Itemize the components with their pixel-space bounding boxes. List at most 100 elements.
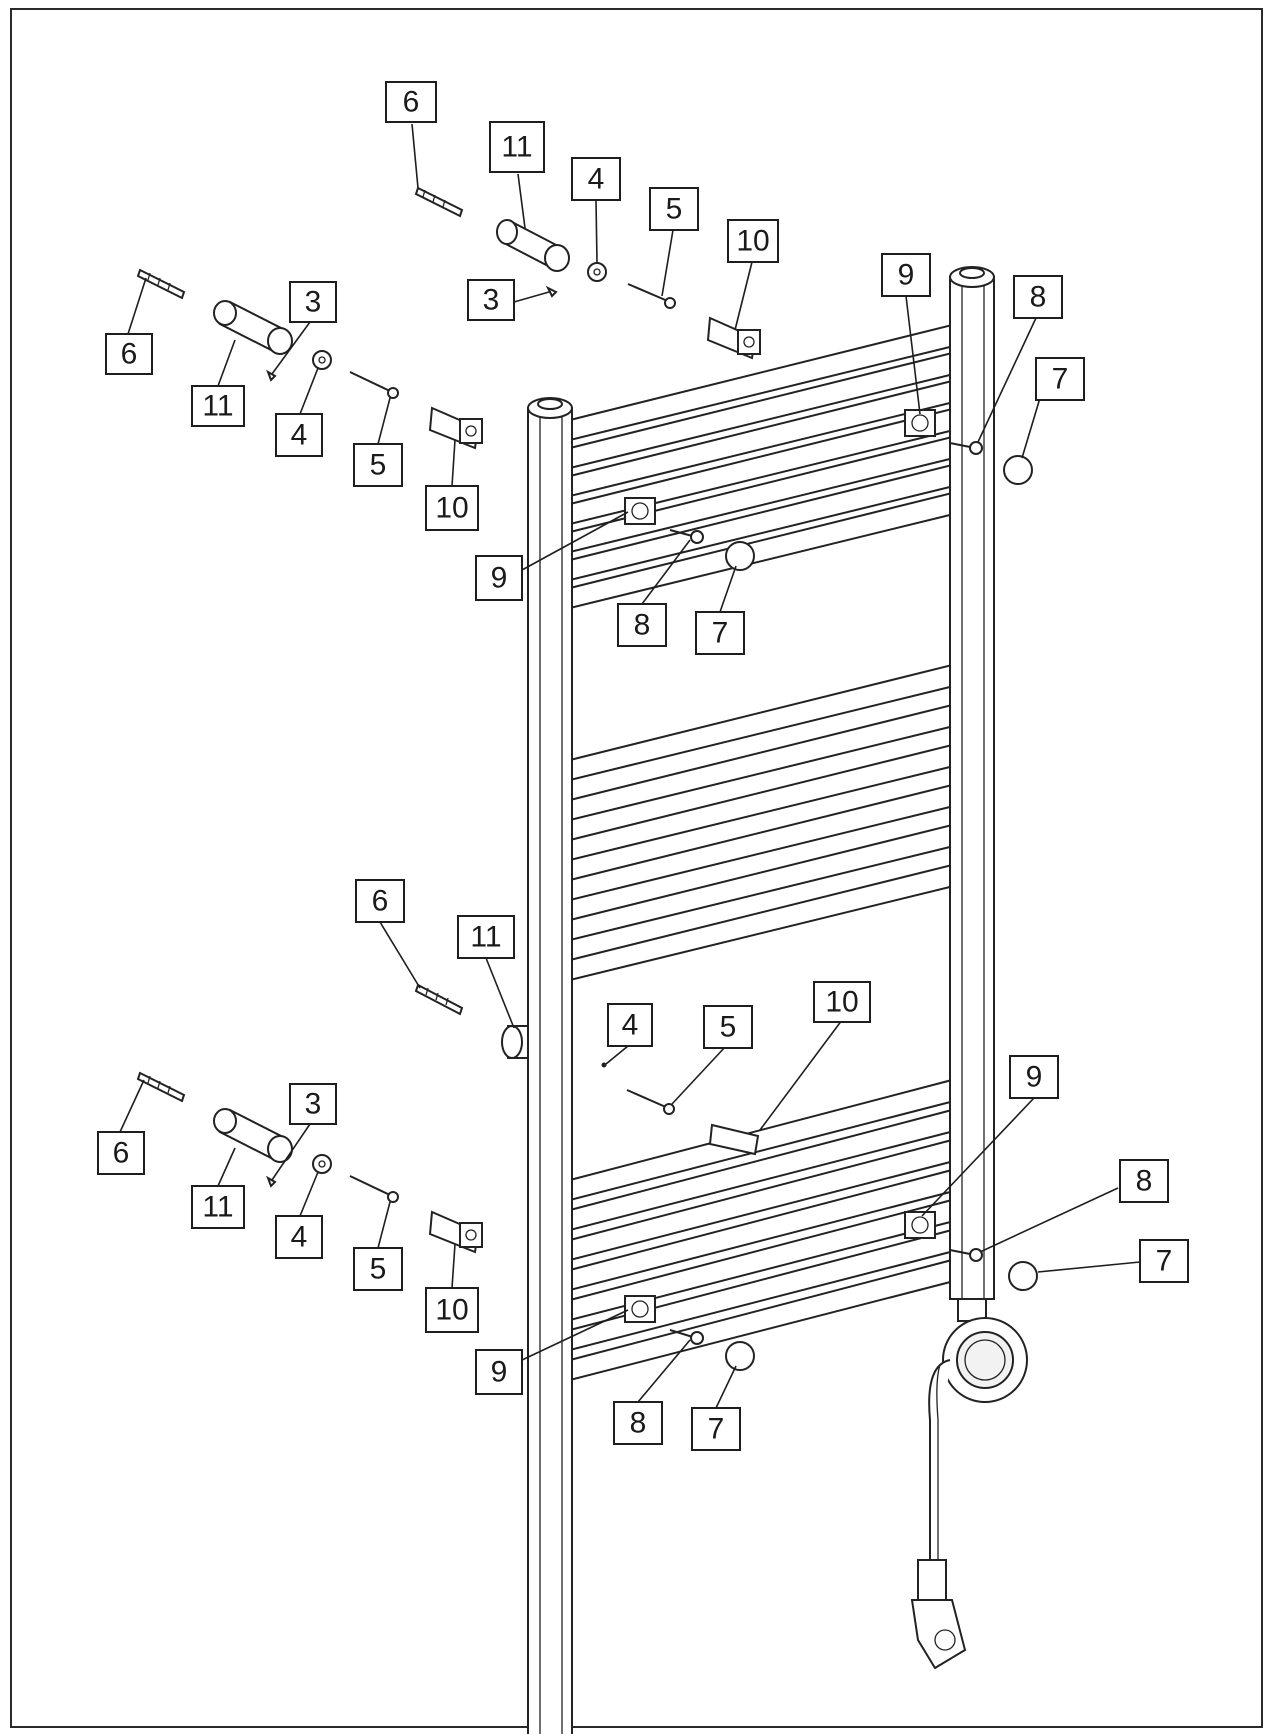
- callout-label: 9: [898, 259, 915, 292]
- washer-4-top-left: [312, 350, 332, 370]
- washer-4-bottom-left: [312, 1154, 332, 1174]
- callout-label: 11: [202, 1191, 233, 1224]
- callout-4-bottom-left: 4: [275, 1171, 323, 1259]
- spacer-11-bottom-left: [213, 1108, 293, 1163]
- callout-label: 5: [370, 449, 387, 482]
- callout-label: 10: [736, 225, 769, 258]
- callout-label: 6: [372, 885, 389, 918]
- callout-8-upper-left: 8: [617, 539, 691, 647]
- callout-4-middle: 4: [605, 1003, 653, 1065]
- callout-5-top-center: 5: [649, 187, 699, 297]
- left-post: [527, 397, 573, 1734]
- callout-label: 5: [720, 1011, 737, 1044]
- cap-7-upper-right: [1003, 455, 1033, 485]
- callout-11-bottom-left: 11: [191, 1147, 245, 1229]
- callout-9-lower-left: 9: [475, 1309, 629, 1395]
- callout-label: 4: [291, 1221, 308, 1254]
- callout-10-bottom-left: 10: [425, 1243, 479, 1333]
- callout-5-middle: 5: [671, 1005, 753, 1105]
- callout-10-top-center: 10: [727, 219, 779, 331]
- spacer-11-top-center: [496, 219, 570, 272]
- screw-3-top-left: [266, 369, 277, 382]
- callout-11-top-center: 11: [489, 121, 545, 229]
- callout-10-top-left: 10: [425, 439, 479, 531]
- callout-11-middle: 11: [457, 915, 515, 1029]
- callout-6-middle: 6: [355, 879, 421, 989]
- callout-label: 10: [435, 492, 468, 525]
- callout-label: 10: [435, 1294, 468, 1327]
- screw-8-lower-right: [949, 1248, 983, 1262]
- callout-label: 6: [113, 1137, 130, 1170]
- callout-label: 3: [483, 284, 500, 317]
- callout-label: 8: [630, 1407, 647, 1440]
- callout-label: 4: [588, 163, 605, 196]
- bar-group-top: [569, 323, 961, 610]
- clamp-9-lower-left: [624, 1295, 656, 1323]
- wall-plug-6-bottom-left: [136, 1071, 186, 1103]
- bar-group-middle: [569, 663, 961, 982]
- clamp-9-lower-right: [904, 1211, 936, 1239]
- cap-7-lower-right: [1008, 1261, 1038, 1291]
- callouts: 6 11 4 5 10 3 6: [97, 81, 1189, 1451]
- power-plug: [910, 1559, 967, 1670]
- heating-element: [928, 1298, 1028, 1560]
- callout-3-top-center: 3: [467, 279, 550, 321]
- towel-rail-bars: [569, 323, 961, 1382]
- callout-label: 7: [1052, 363, 1069, 396]
- bracket-10-top-left: [428, 406, 483, 450]
- clamp-9-upper-left: [624, 497, 656, 525]
- wall-plug-6-top-left: [136, 268, 186, 300]
- callout-label: 6: [121, 338, 138, 371]
- mounting-hardware: [136, 186, 1038, 1371]
- cap-7-lower-left: [725, 1341, 755, 1371]
- screw-5-bottom-left: [349, 1175, 399, 1203]
- callout-label: 10: [825, 986, 858, 1019]
- bracket-10-bottom-left: [428, 1210, 483, 1254]
- screw-5-top-left: [349, 371, 399, 399]
- callout-label: 4: [622, 1009, 639, 1042]
- spacer-11-middle: [501, 1025, 529, 1059]
- callout-label: 5: [370, 1253, 387, 1286]
- cap-7-upper-left: [725, 541, 755, 571]
- washer-4-middle: [601, 1062, 607, 1068]
- callout-label: 7: [708, 1413, 725, 1446]
- screw-8-upper-left: [669, 529, 704, 544]
- callout-4-top-left: 4: [275, 367, 323, 457]
- bracket-10-middle: [708, 1123, 760, 1156]
- wall-plug-6-middle: [414, 983, 464, 1016]
- callout-6-top-left: 6: [105, 277, 153, 375]
- screw-8-upper-right: [949, 441, 983, 455]
- callout-9-lower-right: 9: [921, 1055, 1059, 1217]
- callout-11-top-left: 11: [191, 339, 245, 427]
- bracket-10-top-center: [706, 316, 761, 360]
- callout-label: 11: [501, 131, 532, 164]
- callout-label: 6: [403, 86, 420, 119]
- callout-label: 8: [634, 609, 651, 642]
- callout-label: 11: [470, 921, 501, 954]
- callout-label: 3: [305, 1088, 322, 1121]
- callout-7-lower-left: 7: [691, 1365, 741, 1451]
- callout-label: 9: [1026, 1061, 1043, 1094]
- clamp-9-upper-right: [904, 409, 936, 437]
- screw-8-lower-left: [669, 1329, 704, 1345]
- callout-label: 5: [666, 193, 683, 226]
- spacer-11-top-left: [213, 300, 293, 355]
- wall-plug-6-top-center: [414, 186, 464, 218]
- callout-8-upper-right: 8: [977, 275, 1063, 443]
- callout-label: 7: [712, 617, 729, 650]
- callout-label: 11: [202, 390, 233, 423]
- bar-group-bottom: [569, 1078, 961, 1382]
- callout-label: 8: [1030, 281, 1047, 314]
- callout-10-middle: 10: [759, 981, 871, 1131]
- callout-3-bottom-left: 3: [271, 1083, 337, 1181]
- screw-5-top-center: [627, 283, 676, 309]
- screw-3-bottom-left: [266, 1175, 277, 1188]
- callout-label: 3: [305, 286, 322, 319]
- screw-5-middle: [626, 1089, 675, 1115]
- callout-label: 9: [491, 1356, 508, 1389]
- callout-label: 9: [491, 562, 508, 595]
- callout-label: 8: [1136, 1165, 1153, 1198]
- screw-3-top-center: [545, 285, 558, 298]
- callout-9-upper-right: 9: [881, 253, 931, 415]
